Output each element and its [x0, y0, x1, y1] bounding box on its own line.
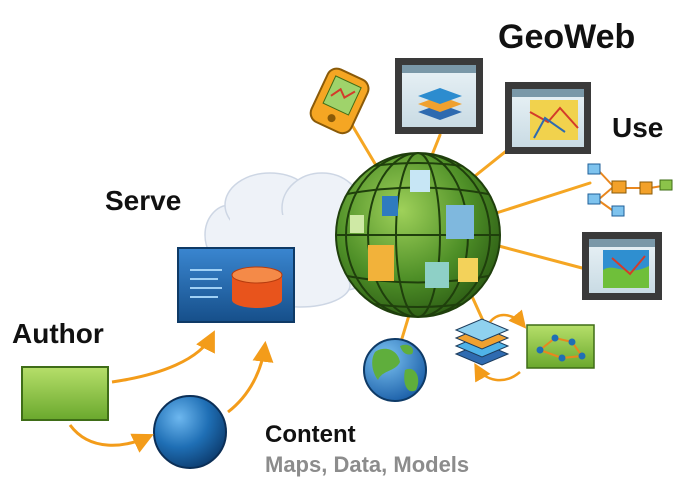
- author-label: Author: [12, 318, 104, 349]
- monitor-map-icon: [505, 82, 591, 154]
- server-database-icon: [177, 247, 295, 323]
- serve-label: Serve: [105, 185, 182, 216]
- content-label: Content: [265, 421, 356, 448]
- use-label: Use: [612, 112, 664, 143]
- globe-icon: [335, 152, 501, 318]
- workflow-icon: [587, 163, 673, 217]
- content-sphere-icon: [153, 395, 227, 469]
- content-items-label: Maps, Data, Models: [265, 452, 470, 477]
- diagram-title: GeoWeb: [498, 18, 636, 56]
- gps-device-icon: [309, 67, 370, 135]
- monitor-map-icon: [395, 58, 483, 134]
- author-document-icon: [21, 366, 109, 421]
- map-layers-icon: [454, 318, 510, 366]
- model-loop-arrows: [474, 309, 527, 383]
- earth-icon: [363, 338, 427, 402]
- network-model-icon: [526, 324, 595, 369]
- monitor-map-icon: [582, 232, 662, 300]
- workflow-arrows: [68, 330, 274, 453]
